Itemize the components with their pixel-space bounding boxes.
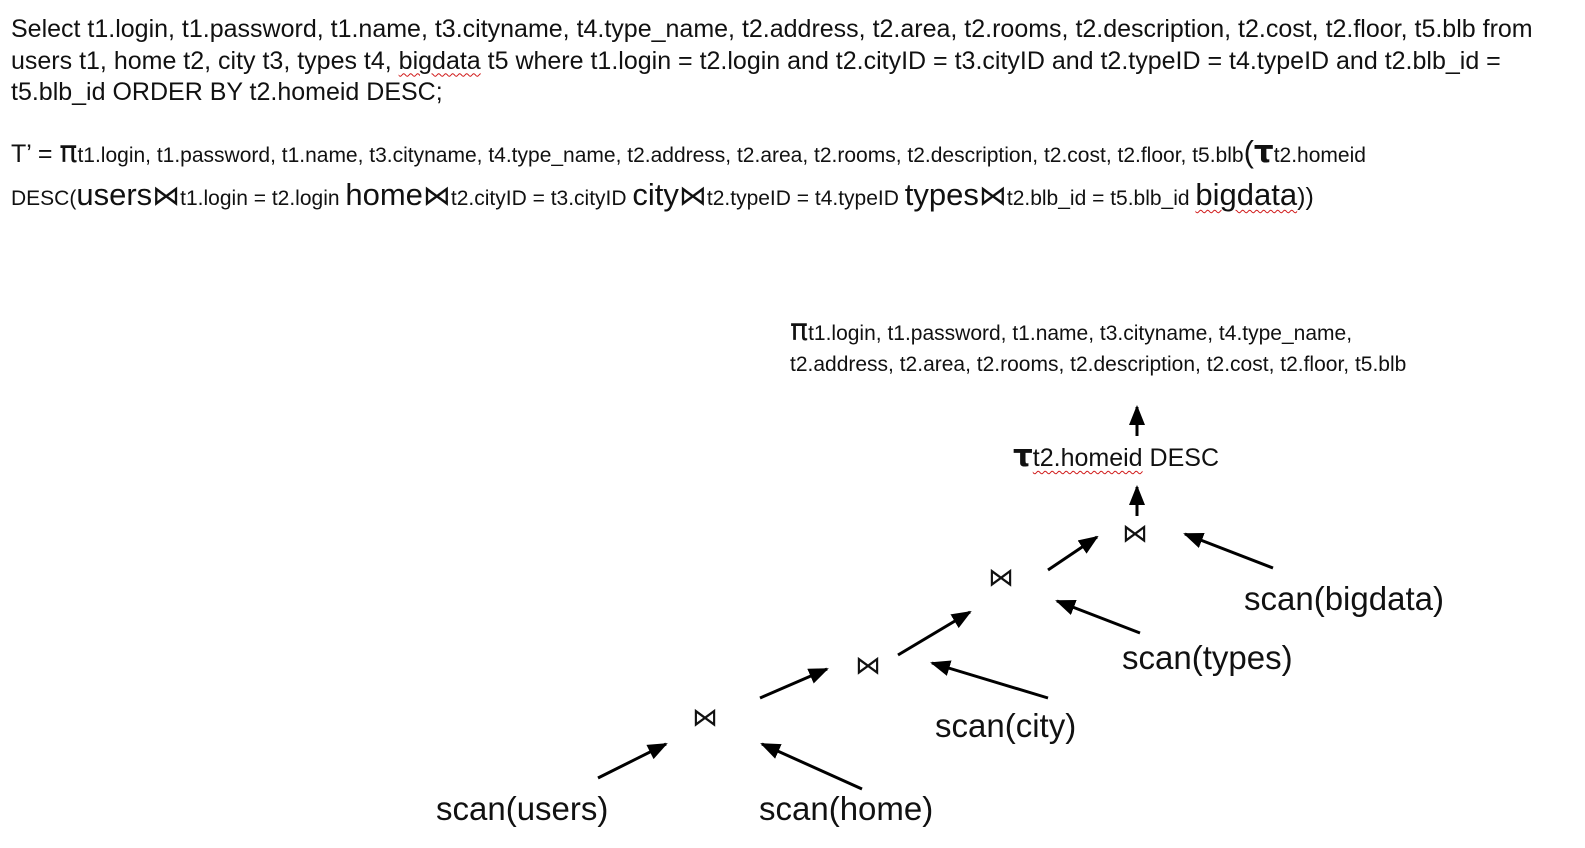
sql-query: Select t1.login, t1.password, t1.name, t…: [11, 14, 1579, 109]
edge-join2-to-join3: [897, 610, 972, 657]
ra-cond-2: t2.cityID = t3.cityID: [450, 187, 633, 210]
ra-rel-users: users: [76, 177, 153, 212]
ra-cond-3: t2.typeID = t4.typeID: [706, 187, 905, 210]
ra-rel-types: types: [904, 177, 979, 212]
ra-open-paren-2: (: [69, 187, 77, 210]
ra-sort-dir: DESC: [11, 187, 70, 210]
tree-scan-city: scan(city): [935, 707, 1077, 744]
tree-sort-node: τt2.homeid DESC: [1013, 438, 1219, 474]
sql-line3: t2.blb_id = t5.blb_id ORDER BY t2.homeid…: [11, 46, 1501, 107]
tree-join-node-2: ⋈: [855, 651, 881, 681]
tree-projection-line1: t1.login, t1.password, t1.name, t3.cityn…: [808, 322, 1353, 345]
edge-users-to-join1: [597, 742, 668, 780]
ra-rel-bigdata: bigdata: [1195, 177, 1298, 212]
sql-from-part2: t5 where t1.login = t2.login and t2.city…: [480, 46, 1378, 75]
edge-bigdata-to-join4: [1183, 532, 1274, 570]
ra-rel-home: home: [345, 177, 423, 212]
sql-bigdata-word: bigdata: [398, 46, 481, 75]
sql-from-part1: from users t1, home t2, city t3, types t…: [11, 15, 1533, 75]
edge-city-to-join2: [930, 660, 1049, 700]
tree-join-node-1: ⋈: [692, 703, 718, 733]
edge-join3-to-join4: [1047, 535, 1099, 572]
tree-projection-node: πt1.login, t1.password, t1.name, t3.city…: [790, 316, 1407, 380]
tree-join-node-3: ⋈: [988, 563, 1014, 593]
sql-columns: t1.login, t1.password, t1.name, t3.cityn…: [80, 15, 1476, 43]
tree-scan-home: scan(home): [759, 790, 934, 827]
ra-rel-city: city: [632, 177, 679, 212]
ra-lhs: T’ =: [11, 140, 60, 168]
ra-tau-symbol: τ: [1253, 134, 1274, 170]
tree-join-node-4: ⋈: [1122, 519, 1148, 549]
relational-algebra-expression: T’ = πt1.login, t1.password, t1.name, t3…: [11, 131, 1571, 217]
ra-line-2: DESC(users⋈t1.login = t2.login home⋈t2.c…: [11, 173, 1571, 217]
edge-join1-to-join2: [759, 667, 829, 700]
tree-projection-line2: t2.address, t2.area, t2.rooms, t2.descri…: [790, 353, 1407, 376]
ra-pi-symbol: π: [59, 135, 78, 170]
ra-cond-1: t1.login = t2.login: [180, 187, 346, 210]
ra-open-paren: (: [1243, 134, 1254, 169]
edge-types-to-join3: [1055, 599, 1141, 635]
ra-join-symbol-3: ⋈: [678, 179, 707, 212]
tree-scan-types: scan(types): [1122, 639, 1293, 676]
ra-cond-4: t2.blb_id = t5.blb_id: [1006, 187, 1196, 210]
tree-pi-symbol: π: [790, 313, 809, 348]
tree-scan-users: scan(users): [436, 790, 609, 827]
ra-join-symbol-1: ⋈: [152, 179, 181, 212]
edge-home-to-join1: [760, 742, 863, 791]
tree-sort-attr: t2.homeid: [1032, 444, 1143, 472]
ra-join-symbol-2: ⋈: [422, 179, 451, 212]
sql-select-keyword: Select: [11, 15, 81, 43]
tree-scan-bigdata: scan(bigdata): [1244, 580, 1444, 617]
tree-tau-symbol: τ: [1013, 438, 1033, 474]
ra-join-symbol-4: ⋈: [978, 179, 1007, 212]
ra-line-1: T’ = πt1.login, t1.password, t1.name, t3…: [11, 131, 1571, 173]
ra-close-parens: )): [1297, 183, 1314, 211]
tree-sort-dir: DESC: [1142, 444, 1219, 472]
ra-projection-list: t1.login, t1.password, t1.name, t3.cityn…: [77, 144, 1244, 167]
ra-sort-attr: t2.homeid: [1273, 144, 1366, 167]
